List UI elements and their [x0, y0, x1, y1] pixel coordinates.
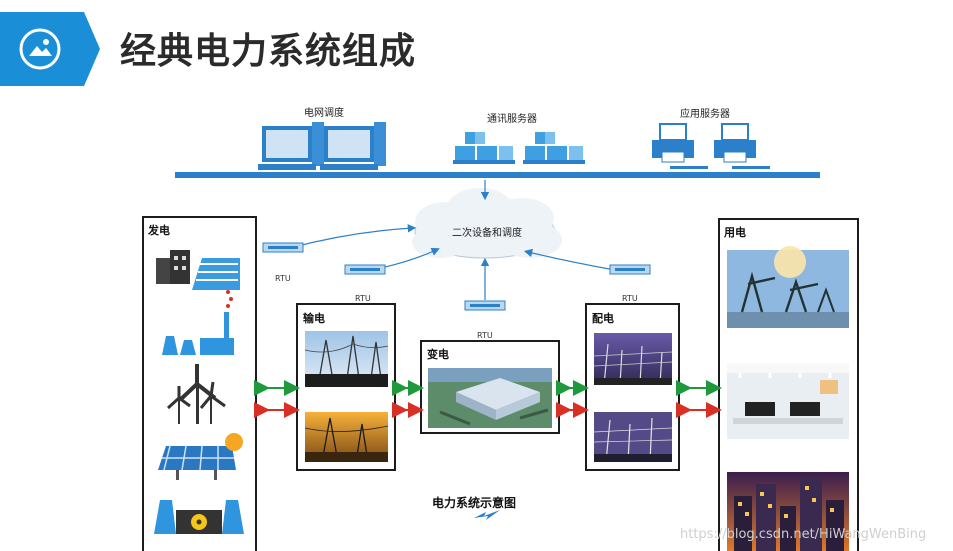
rtu-device-icon — [464, 300, 506, 311]
app-server-label: 应用服务器 — [680, 109, 730, 120]
network-bus — [175, 172, 820, 178]
lightning-icon — [474, 510, 500, 520]
dispatch-label: 电网调度 — [304, 108, 344, 119]
comm-server-icon — [453, 132, 515, 164]
transmission-photo-day — [304, 331, 389, 387]
transmission-photo-sunset — [304, 412, 389, 463]
dispatch-computer-icon — [258, 122, 324, 170]
dispatch-computer-icon — [320, 122, 386, 170]
flow-arrows — [254, 380, 722, 418]
consumption-title: 用电 — [724, 226, 746, 239]
rtu-label-transmission: RTU — [355, 294, 371, 303]
city-night-photo — [727, 472, 849, 551]
rtu-device-icon — [344, 264, 386, 275]
watermark: https://blog.csdn.net/HiWangWenBing — [680, 527, 927, 542]
office-photo — [727, 363, 849, 439]
image-icon — [19, 28, 61, 70]
thermal-power-icon — [162, 290, 234, 355]
cloud-icon — [412, 188, 562, 259]
rtu-device-icon — [609, 264, 651, 275]
rtu-device-icon — [262, 242, 304, 253]
distribution-photo-lower — [593, 412, 673, 463]
substation-title: 变电 — [427, 348, 449, 361]
solar-panel-icon — [158, 433, 243, 480]
rtu-label-substation: RTU — [477, 331, 493, 340]
diagram-caption: 电力系统示意图 — [432, 496, 517, 510]
rtu-label-generation: RTU — [275, 274, 291, 283]
transmission-title: 输电 — [303, 312, 325, 325]
page-title: 经典电力系统组成 — [120, 31, 417, 72]
comm-server-label: 通讯服务器 — [487, 114, 537, 125]
app-server-icon — [652, 123, 708, 169]
oil-field-photo — [727, 246, 849, 328]
section-banner — [0, 12, 100, 86]
app-server-icon — [714, 123, 770, 169]
wind-turbine-icon — [166, 364, 226, 424]
comm-server-icon — [523, 132, 585, 164]
hydro-power-icon — [156, 250, 240, 290]
substation-photo — [428, 368, 552, 428]
cloud-label: 二次设备和调度 — [452, 228, 522, 239]
nuclear-power-icon — [154, 500, 244, 534]
rtu-label-distribution: RTU — [622, 294, 638, 303]
generation-title: 发电 — [148, 224, 170, 237]
distribution-title: 配电 — [592, 312, 614, 325]
distribution-photo-upper — [593, 333, 673, 386]
